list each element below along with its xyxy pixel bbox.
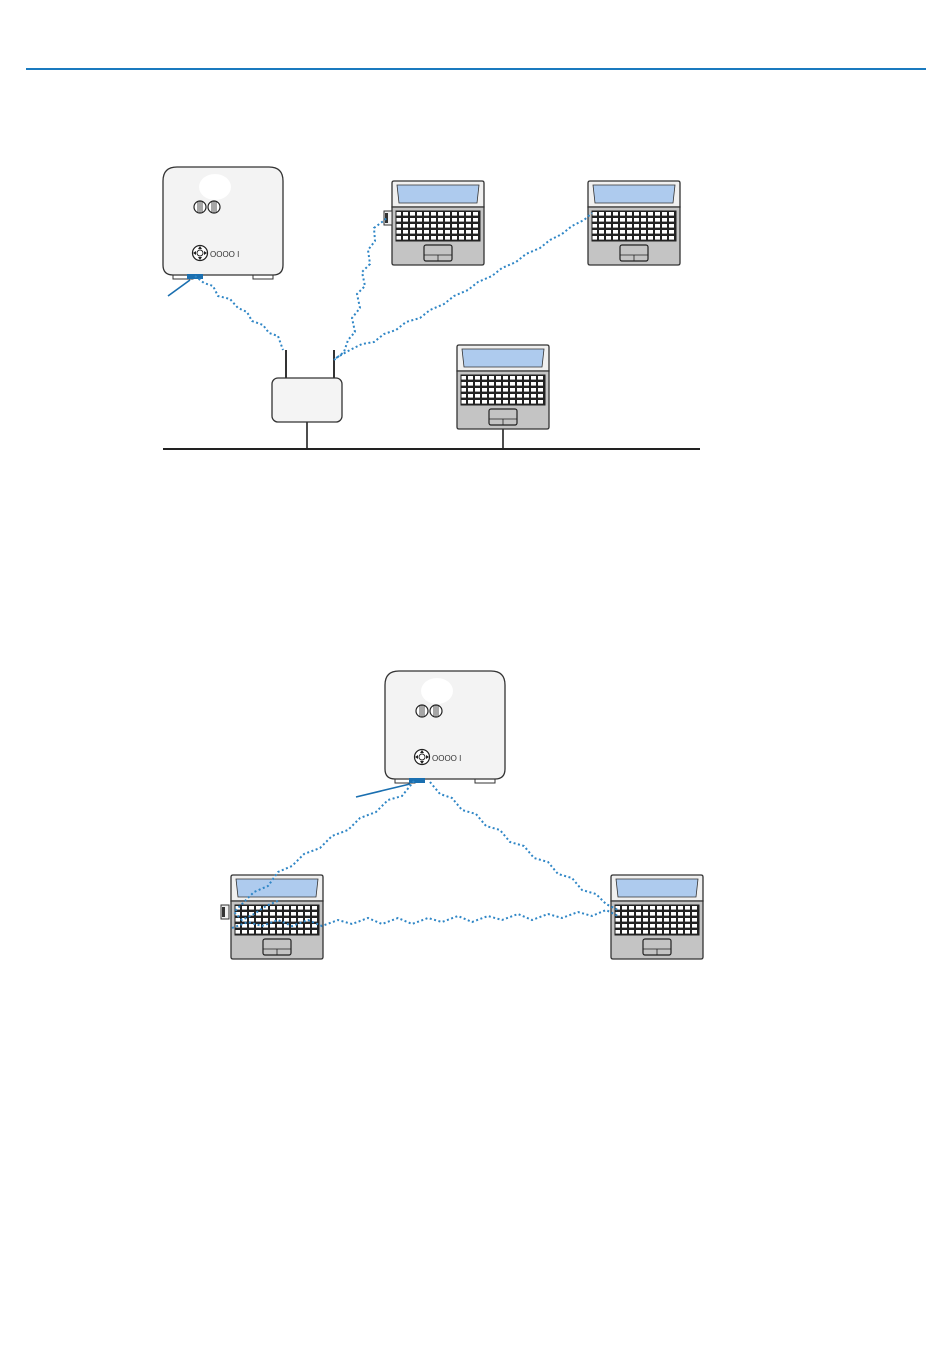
projector-device: OOOO I [163, 167, 283, 279]
adhoc-diagram: OOOO I [221, 671, 703, 959]
projector-label: OOOO I [210, 250, 239, 259]
wireless-link-projector-right-laptop [430, 782, 618, 910]
access-point-device [272, 350, 342, 422]
wireless-link-ap-usb-laptop [334, 217, 388, 360]
laptop-left-with-usb-adapter [231, 875, 323, 959]
wireless-adapter-port-adhoc [409, 778, 425, 783]
projector-device-adhoc: OOOO I [385, 671, 505, 783]
wireless-link-projector-ap [195, 276, 283, 350]
infrastructure-diagram: OOOO I [163, 167, 700, 449]
projector-label-adhoc: OOOO I [432, 754, 461, 763]
laptop-wired [457, 345, 549, 429]
adapter-pointer-line [168, 280, 190, 296]
laptop-wireless [588, 181, 680, 265]
laptop-with-usb-adapter [392, 181, 484, 265]
usb-adapter-icon [384, 211, 392, 225]
usb-adapter-icon-adhoc [221, 905, 229, 919]
laptop-right-wireless [611, 875, 703, 959]
